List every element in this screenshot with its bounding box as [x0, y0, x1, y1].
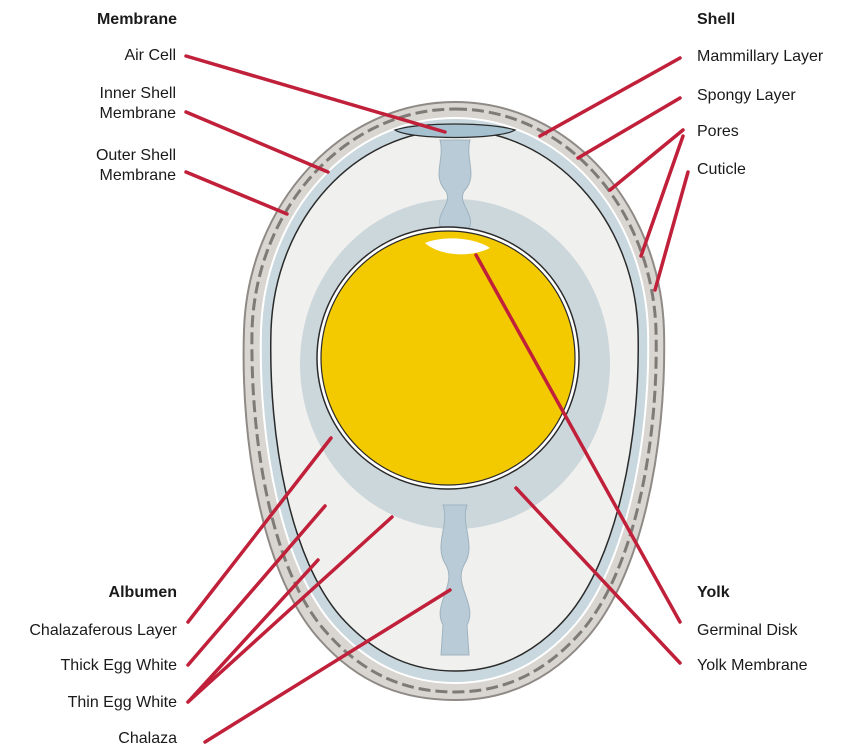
label-chalaza: Chalaza — [118, 729, 177, 749]
label-thick-egg-white: Thick Egg White — [61, 656, 177, 676]
air-cell — [395, 124, 515, 138]
label-mammillary-layer: Mammillary Layer — [697, 47, 823, 67]
label-thin-egg-white: Thin Egg White — [68, 693, 177, 713]
yolk — [321, 231, 575, 485]
label-inner-shell-membrane-line-2: Membrane — [100, 104, 177, 124]
pores-leader-2 — [641, 136, 683, 256]
thin-egg-white-leader-1 — [188, 560, 318, 702]
cuticle-leader — [655, 172, 688, 290]
label-yolk-membrane: Yolk Membrane — [697, 656, 808, 676]
label-germinal-disk: Germinal Disk — [697, 621, 797, 641]
label-outer-shell-membrane: Outer Shell Membrane — [96, 146, 176, 186]
inner-shell-membrane-leader — [186, 112, 328, 172]
label-outer-shell-membrane-line-1: Outer Shell — [96, 146, 176, 166]
label-pores: Pores — [697, 122, 739, 142]
air-cell-leader — [186, 56, 445, 132]
mammillary-layer-leader — [540, 58, 680, 136]
pores-leader-1 — [610, 130, 683, 190]
section-heading-shell: Shell — [697, 10, 735, 30]
label-air-cell: Air Cell — [124, 46, 176, 66]
label-inner-shell-membrane: Inner Shell Membrane — [100, 84, 177, 124]
section-heading-membrane: Membrane — [97, 10, 177, 30]
chalaza-top — [439, 140, 471, 230]
label-outer-shell-membrane-line-2: Membrane — [96, 166, 176, 186]
label-inner-shell-membrane-line-1: Inner Shell — [100, 84, 177, 104]
label-spongy-layer: Spongy Layer — [697, 86, 796, 106]
section-heading-albumen: Albumen — [109, 583, 177, 603]
section-heading-yolk: Yolk — [697, 583, 730, 603]
label-chalazaferous-layer: Chalazaferous Layer — [29, 621, 177, 641]
outer-shell-membrane-leader — [186, 172, 287, 214]
label-cuticle: Cuticle — [697, 160, 746, 180]
